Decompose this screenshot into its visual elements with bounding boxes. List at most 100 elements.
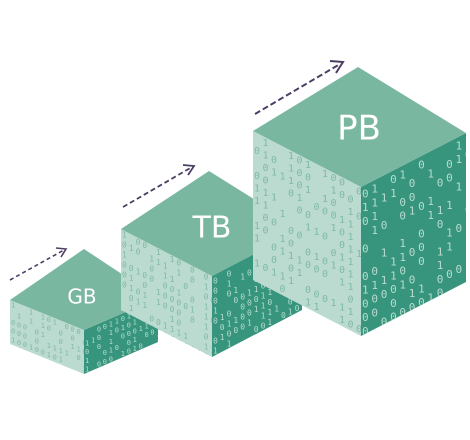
binary-digit: 1 xyxy=(129,284,134,293)
binary-digit: 0 xyxy=(23,341,27,349)
binary-digit: 1 xyxy=(446,241,453,254)
binary-digit: 1 xyxy=(204,343,209,352)
binary-digit: 0 xyxy=(23,350,27,358)
binary-digit: 0 xyxy=(53,362,57,370)
binary-digit: 1 xyxy=(115,318,119,326)
binary-digit: 0 xyxy=(65,323,69,331)
binary-digit: 0 xyxy=(85,348,89,356)
binary-digit: 0 xyxy=(11,328,15,336)
binary-digit: 0 xyxy=(267,298,272,307)
binary-digit: 1 xyxy=(446,227,453,240)
binary-digit: 0 xyxy=(77,328,81,336)
binary-digit: 0 xyxy=(281,331,286,340)
binary-digit: 1 xyxy=(149,255,154,264)
binary-digit: 0 xyxy=(142,271,147,280)
binary-digit: 0 xyxy=(133,328,137,336)
binary-digit: 1 xyxy=(348,332,354,343)
binary-digit: 0 xyxy=(170,345,175,354)
binary-digit: 1 xyxy=(136,298,141,307)
binary-digit: 1 xyxy=(356,249,362,260)
binary-digit: 0 xyxy=(356,211,362,222)
pb-label: PB xyxy=(337,109,381,149)
binary-digit: 0 xyxy=(204,273,209,282)
binary-digit: 0 xyxy=(263,225,269,236)
binary-digit: 1 xyxy=(122,231,127,240)
binary-digit: 1 xyxy=(437,204,444,217)
binary-digit: 1 xyxy=(280,209,286,220)
binary-digit: 0 xyxy=(390,173,397,186)
binary-digit: 0 xyxy=(288,189,294,200)
binary-digit: 0 xyxy=(356,324,362,335)
binary-digit: 1 xyxy=(121,350,125,358)
binary-digit: 0 xyxy=(210,296,215,305)
binary-digit: 1 xyxy=(53,318,57,326)
binary-digit: 1 xyxy=(65,376,69,384)
binary-digit: 0 xyxy=(183,282,188,291)
binary-digit: 1 xyxy=(348,257,354,268)
binary-digit: 1 xyxy=(465,258,470,271)
binary-digit: 1 xyxy=(261,292,266,301)
binary-digit: 1 xyxy=(170,255,175,264)
binary-digit: 0 xyxy=(339,190,345,201)
binary-digit: 0 xyxy=(149,315,154,324)
binary-digit: 0 xyxy=(139,342,143,350)
binary-digit: 1 xyxy=(331,298,337,309)
binary-digit: 1 xyxy=(254,285,259,294)
binary-digit: 1 xyxy=(156,288,161,297)
binary-digit: 0 xyxy=(183,302,188,311)
binary-digit: 1 xyxy=(59,356,63,364)
binary-digit: 1 xyxy=(82,365,86,373)
binary-digit: 1 xyxy=(295,324,300,333)
tb-left-face xyxy=(121,229,212,357)
binary-digit: 0 xyxy=(163,282,168,291)
binary-digit: 1 xyxy=(85,366,89,374)
binary-digit: 1 xyxy=(301,320,306,329)
binary-digit: 0 xyxy=(399,320,406,333)
binary-digit: 0 xyxy=(121,368,125,376)
binary-digit: 0 xyxy=(247,299,252,308)
binary-digit: 0 xyxy=(122,261,127,270)
binary-digit: 0 xyxy=(213,337,218,346)
binary-digit: 1 xyxy=(280,247,286,258)
binary-digit: 0 xyxy=(149,275,154,284)
binary-digit: 0 xyxy=(210,356,215,365)
binary-digit: 0 xyxy=(263,163,269,174)
binary-digit: 1 xyxy=(176,269,181,278)
binary-digit: 1 xyxy=(53,345,57,353)
binary-digit: 1 xyxy=(115,370,119,378)
binary-digit: 0 xyxy=(339,240,345,251)
binary-digit: 0 xyxy=(176,349,181,358)
binary-digit: 0 xyxy=(122,281,127,290)
binary-digit: 0 xyxy=(103,323,107,331)
binary-digit: 0 xyxy=(295,304,300,313)
binary-digit: 1 xyxy=(381,192,388,205)
binary-digit: 0 xyxy=(356,186,362,197)
binary-digit: 0 xyxy=(115,344,119,352)
binary-digit: 0 xyxy=(85,374,89,382)
binary-digit: 0 xyxy=(322,269,328,280)
binary-digit: 0 xyxy=(145,349,149,357)
binary-digit: 1 xyxy=(121,324,125,332)
binary-digit: 0 xyxy=(17,339,21,347)
binary-digit: 0 xyxy=(220,323,225,332)
binary-digit: 1 xyxy=(85,357,89,365)
binary-digit: 0 xyxy=(297,156,303,167)
binary-digit: 1 xyxy=(348,220,354,231)
binary-digit: 0 xyxy=(59,338,63,346)
pb-arrow-line xyxy=(254,63,341,115)
binary-digit: 1 xyxy=(103,367,107,375)
binary-digit: 0 xyxy=(418,296,425,309)
binary-digit: 0 xyxy=(47,325,51,333)
binary-digit: 1 xyxy=(288,251,294,262)
binary-digit: 0 xyxy=(97,360,101,368)
binary-digit: 0 xyxy=(163,302,168,311)
binary-digit: 0 xyxy=(227,329,232,338)
binary-digit: 0 xyxy=(331,198,337,209)
binary-digit: 0 xyxy=(176,309,181,318)
binary-digit: 0 xyxy=(233,346,238,355)
binary-digit: 0 xyxy=(362,188,369,201)
binary-digit: 1 xyxy=(220,333,225,342)
